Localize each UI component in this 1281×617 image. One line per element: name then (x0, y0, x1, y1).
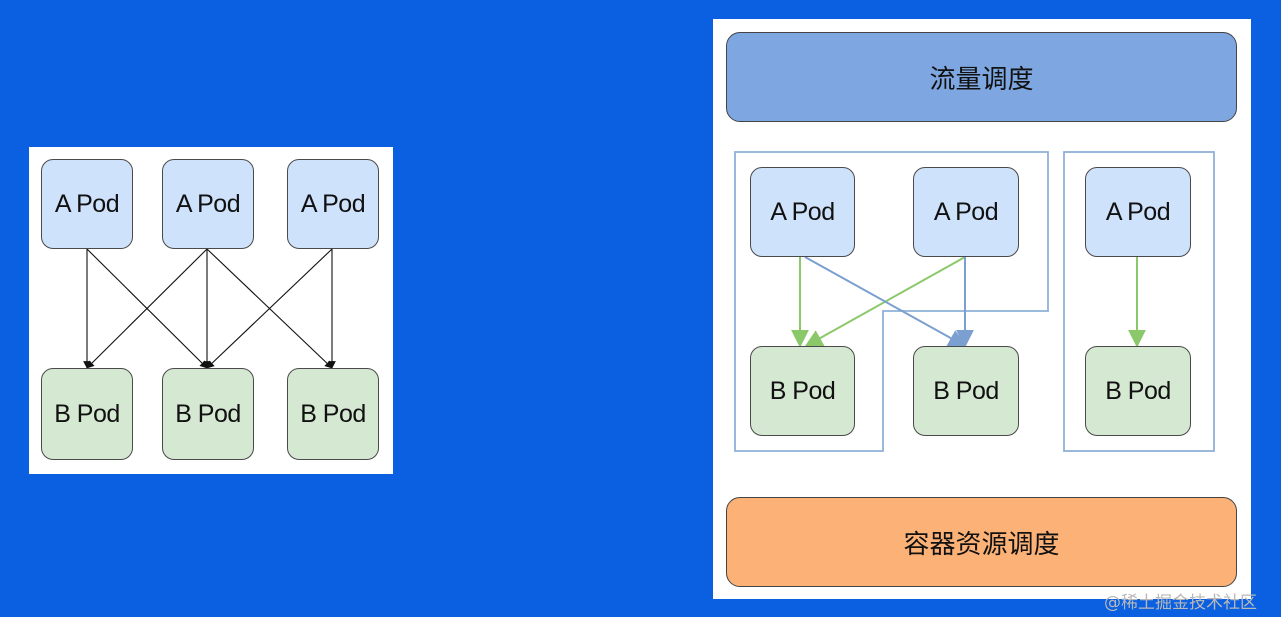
a-pod-1: A Pod (41, 159, 133, 249)
b-pod-1: B Pod (41, 368, 133, 460)
traffic-scheduling-bar: 流量调度 (726, 32, 1237, 122)
group2-b-pod: B Pod (1085, 346, 1191, 436)
blue-arrow-a1-b2 (804, 256, 967, 347)
group1-a-pod-2: A Pod (913, 167, 1019, 257)
layered-scheduling-diagram: 流量调度 A Pod A Pod A Pod B Pod B Pod B Pod… (713, 19, 1251, 599)
a-pod-2: A Pod (162, 159, 254, 249)
group1-outline (734, 151, 1049, 452)
full-mesh-connections (83, 248, 336, 369)
a-pod-3: A Pod (287, 159, 379, 249)
group1-a-pod-1: A Pod (750, 167, 855, 257)
watermark: @稀土掘金技术社区 (1104, 593, 1257, 613)
group-connections (734, 151, 1215, 452)
arrow-a3-b2 (206, 248, 333, 369)
full-mesh-diagram: A Pod A Pod A Pod B Pod B Pod B Pod (29, 147, 393, 474)
group1-b-pod-2: B Pod (913, 346, 1019, 436)
arrow-a2-b1 (86, 248, 208, 369)
group2-outline (1063, 151, 1215, 452)
b-pod-2: B Pod (162, 368, 254, 460)
b-pod-3: B Pod (287, 368, 379, 460)
group1-b-pod-1: B Pod (750, 346, 855, 436)
group2-a-pod: A Pod (1085, 167, 1191, 257)
resource-scheduling-bar: 容器资源调度 (726, 497, 1237, 587)
